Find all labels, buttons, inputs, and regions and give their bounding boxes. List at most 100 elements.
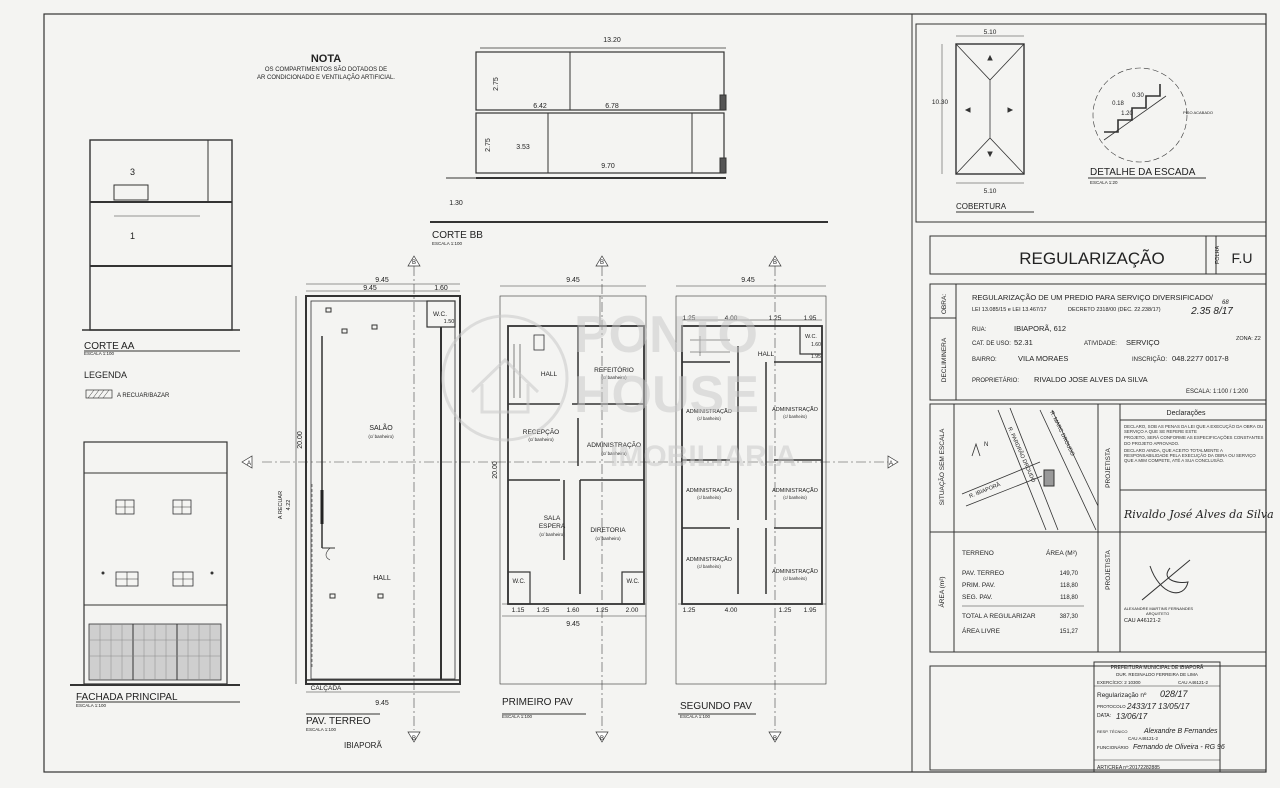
area-livre-value: 151,27 bbox=[1060, 629, 1079, 635]
total-label: TOTAL A REGULARIZAR bbox=[962, 613, 1036, 620]
projetista-side-label: PROJETISTA bbox=[1105, 448, 1112, 488]
room-label-admin: ADMINISTRAÇÃO bbox=[686, 487, 733, 494]
room-label-hall: HALL bbox=[758, 351, 775, 358]
area-row-value: 149,70 bbox=[1060, 571, 1079, 577]
corte-aa-title: CORTE AA bbox=[84, 341, 135, 352]
section-marker-a-left: A bbox=[241, 455, 253, 469]
obra-block bbox=[929, 283, 1267, 401]
pav-terreo-scale: ESCALA 1:100 bbox=[306, 727, 337, 732]
segundo-pav-scale: ESCALA 1:100 bbox=[680, 714, 711, 719]
area-col-label: ÁREA (M²) bbox=[1046, 548, 1077, 557]
room-label-salao: SALÃO bbox=[369, 423, 393, 432]
room-label-admin: ADMINISTRAÇÃO bbox=[686, 408, 733, 415]
prefeitura-block bbox=[929, 661, 1267, 773]
room-label-administracao: ADMINISTRAÇÃO bbox=[587, 440, 641, 449]
room-label-admin: ADMINISTRAÇÃO bbox=[772, 568, 819, 575]
nota-block: NOTA OS COMPARTIMENTOS SÃO DOTADOS DE AR… bbox=[257, 53, 395, 81]
dim-label: 1.15 bbox=[512, 607, 525, 614]
primeiro-pav-scale: ESCALA 1:100 bbox=[502, 714, 533, 719]
architect-cau: CAU A46121-2 bbox=[1124, 618, 1161, 624]
cat-label: CAT. DE USO: bbox=[972, 341, 1011, 347]
handwritten-stamp: 2.35 8/17 bbox=[1190, 306, 1233, 317]
primeiro-pav-title: PRIMEIRO PAV bbox=[502, 697, 573, 708]
corte-aa-floor-3: 3 bbox=[130, 167, 135, 177]
area-row-label: PRIM. PAV. bbox=[962, 582, 995, 589]
obra-lei: LEI 13.085/15 e LEI 13.467/17 bbox=[972, 307, 1047, 313]
folha-label: FOLHA bbox=[1215, 246, 1221, 265]
escada-scale: ESCALA 1:20 bbox=[1090, 180, 1118, 185]
dim-label: 4.00 bbox=[725, 315, 738, 322]
dim-label: 5.10 bbox=[984, 188, 997, 195]
cat-value: 52.31 bbox=[1014, 338, 1033, 347]
regularizacao-title: REGULARIZAÇÃO bbox=[1019, 249, 1164, 268]
atividade-label: ATIVIDADE: bbox=[1084, 341, 1117, 347]
dim-label: 20.00 bbox=[297, 431, 304, 449]
zona-value: ZONA: Z2 bbox=[1236, 336, 1261, 342]
obra-side-label: OBRA: bbox=[941, 294, 948, 314]
section-markers-b: B B B B B B bbox=[407, 255, 782, 743]
dim-label: 4.22 bbox=[286, 500, 292, 511]
resp-label: RESP. TÉCNICO bbox=[1097, 729, 1128, 734]
room-label-admin: ADMINISTRAÇÃO bbox=[686, 556, 733, 563]
stamp-number: 68 bbox=[1222, 300, 1229, 306]
dim-label: 1.60 bbox=[811, 342, 821, 348]
regularizacao-number: 028/17 bbox=[1160, 689, 1189, 699]
owner-signature: Rivaldo José Alves da Silva bbox=[1123, 508, 1274, 521]
pav-terreo-plan bbox=[295, 283, 461, 715]
declaracao-3: DECLARO AINDA, QUE ACEITO TOTALMENTE A R… bbox=[1124, 447, 1256, 464]
dim-label: 9.45 bbox=[375, 277, 389, 284]
funcionario-label: FUNCIONÁRIO bbox=[1097, 744, 1129, 750]
svg-text:B: B bbox=[773, 736, 777, 742]
dim-label: 1.50 bbox=[444, 319, 455, 325]
room-label-hall: HALL bbox=[541, 371, 558, 378]
cobertura-title: COBERTURA bbox=[956, 202, 1007, 211]
dim-label: 1.20 bbox=[1121, 111, 1133, 117]
dim-label: 1.95 bbox=[804, 315, 817, 322]
resp-signature: Alexandre B Fernandes bbox=[1143, 728, 1218, 735]
room-sub-label: (c/ banheiro) bbox=[601, 451, 627, 456]
dim-label: 1.60 bbox=[567, 607, 580, 614]
inscricao-label: INSCRIÇÃO: bbox=[1132, 356, 1167, 363]
watermark-line2: HOUSE bbox=[574, 366, 759, 424]
svg-text:B: B bbox=[412, 260, 416, 266]
dim-label: 10.30 bbox=[932, 99, 949, 106]
area-row-value: 118,80 bbox=[1060, 583, 1079, 589]
section-lines-b bbox=[413, 266, 776, 730]
corte-aa-scale: ESCALA 1:100 bbox=[84, 351, 115, 356]
dim-label: 6.78 bbox=[605, 103, 619, 110]
dim-label: 3.53 bbox=[516, 144, 530, 151]
architect-name: ALEXANDRE MARTINS FERNANDES bbox=[1124, 606, 1193, 611]
svg-text:B: B bbox=[773, 260, 777, 266]
corte-bb-labels: 13.20 2.75 6.42 6.78 2.75 3.53 9.70 1.30… bbox=[432, 37, 621, 246]
svg-text:A: A bbox=[247, 461, 251, 467]
room-sub-label: (c/ banheiro) bbox=[783, 414, 807, 419]
obra-decreto: DECRETO 2318/00 (DEC. 22.238/17) bbox=[1068, 307, 1161, 313]
nota-line1: OS COMPARTIMENTOS SÃO DOTADOS DE bbox=[265, 66, 387, 73]
protocolo-value: 2433/17 13/05/17 bbox=[1126, 702, 1190, 711]
room-label-admin: ADMINISTRAÇÃO bbox=[772, 487, 819, 494]
room-label-admin: ADMINISTRAÇÃO bbox=[772, 406, 819, 413]
segundo-pav-plan bbox=[675, 285, 827, 715]
exercicio-value: EXERCÍCIO: 2 10300 bbox=[1097, 679, 1141, 685]
dim-label: 9.45 bbox=[363, 285, 377, 292]
prefeitura-cau: CAU A46121-2 bbox=[1178, 680, 1209, 685]
data-label: DATA: bbox=[1097, 713, 1111, 719]
svg-text:A: A bbox=[889, 461, 893, 467]
svg-text:B: B bbox=[600, 736, 604, 742]
room-label-wc: W.C. bbox=[805, 334, 817, 340]
dim-label: 1.30 bbox=[449, 200, 463, 207]
svg-text:B: B bbox=[600, 260, 604, 266]
dim-label: 9.45 bbox=[566, 277, 580, 284]
primeiro-pav-plan bbox=[499, 285, 647, 715]
data-value: 13/06/17 bbox=[1116, 712, 1148, 721]
fachada-scale: ESCALA 1:100 bbox=[76, 703, 107, 708]
area-row-value: 118,80 bbox=[1060, 595, 1079, 601]
dim-label: 1.25 bbox=[779, 607, 792, 614]
corte-bb-scale: ESCALA 1:100 bbox=[432, 241, 463, 246]
protocolo-label: PROTOCOLO bbox=[1097, 704, 1126, 709]
segundo-pav-labels: 9.45 1.25 4.00 1.25 1.95 W.C. 1.60 1.95 … bbox=[680, 277, 821, 719]
declaracoes-title: Declarações bbox=[1167, 410, 1206, 417]
folha-value: F.U bbox=[1232, 250, 1253, 266]
watermark-line3: IMOBILIARIA bbox=[610, 440, 797, 473]
rua-label: RUA: bbox=[972, 327, 987, 333]
